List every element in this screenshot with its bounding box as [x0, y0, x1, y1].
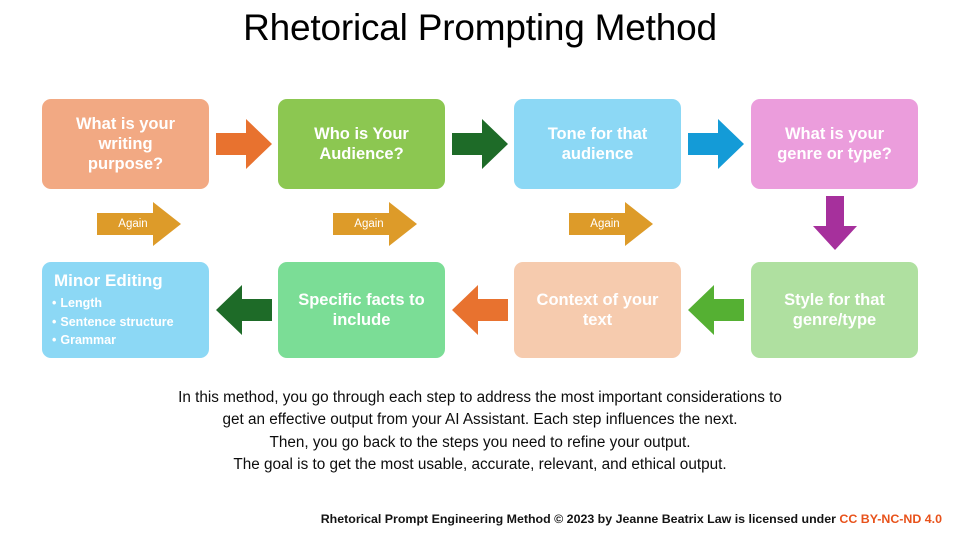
flow-box-context: Context of your text: [514, 262, 681, 358]
flow-box-tone-label: Tone for that audience: [547, 124, 648, 163]
minor-editing-bullet-list: Length Sentence structure Grammar: [52, 294, 199, 349]
flow-box-specific-facts: Specific facts to include: [278, 262, 445, 358]
flow-box-purpose-label: What is your writing purpose?: [75, 114, 175, 174]
arrow-right-icon: [216, 119, 272, 169]
method-description: In this method, you go through each step…: [178, 389, 782, 474]
arrow-left-icon: [216, 285, 272, 335]
list-item: Grammar: [52, 331, 199, 349]
arrow-left-icon: [452, 285, 508, 335]
flow-box-minor-editing-title: Minor Editing: [54, 270, 163, 290]
flow-box-style-label: Style for that genre/type: [784, 290, 885, 329]
flow-box-audience: Who is Your Audience?: [278, 99, 445, 189]
footer-attribution: Rhetorical Prompt Engineering Method © 2…: [0, 512, 960, 526]
arrow-right-icon: [688, 119, 744, 169]
license-link[interactable]: CC BY-NC-ND 4.0: [839, 512, 942, 526]
flow-box-specific-facts-label: Specific facts to include: [298, 290, 425, 329]
flow-box-context-label: Context of your text: [536, 290, 659, 329]
again-arrow-label: Again: [354, 218, 384, 230]
list-item: Sentence structure: [52, 313, 199, 331]
flow-box-minor-editing: Minor Editing Length Sentence structure …: [42, 262, 209, 358]
again-arrow-1: Again: [97, 202, 181, 246]
again-arrow-2: Again: [333, 202, 417, 246]
again-arrow-label: Again: [590, 218, 620, 230]
flow-box-style: Style for that genre/type: [751, 262, 918, 358]
again-arrow-label: Again: [118, 218, 148, 230]
flow-box-purpose: What is your writing purpose?: [42, 99, 209, 189]
arrow-down-icon: [813, 196, 857, 250]
arrow-right-icon: [452, 119, 508, 169]
list-item: Length: [52, 294, 199, 312]
page-title: Rhetorical Prompting Method: [243, 7, 717, 48]
arrow-left-icon: [688, 285, 744, 335]
flow-box-tone: Tone for that audience: [514, 99, 681, 189]
footer-attribution-text: Rhetorical Prompt Engineering Method © 2…: [320, 512, 840, 526]
flow-box-audience-label: Who is Your Audience?: [314, 124, 409, 163]
flow-box-genre: What is your genre or type?: [751, 99, 918, 189]
again-arrow-3: Again: [569, 202, 653, 246]
flow-box-genre-label: What is your genre or type?: [777, 124, 892, 163]
